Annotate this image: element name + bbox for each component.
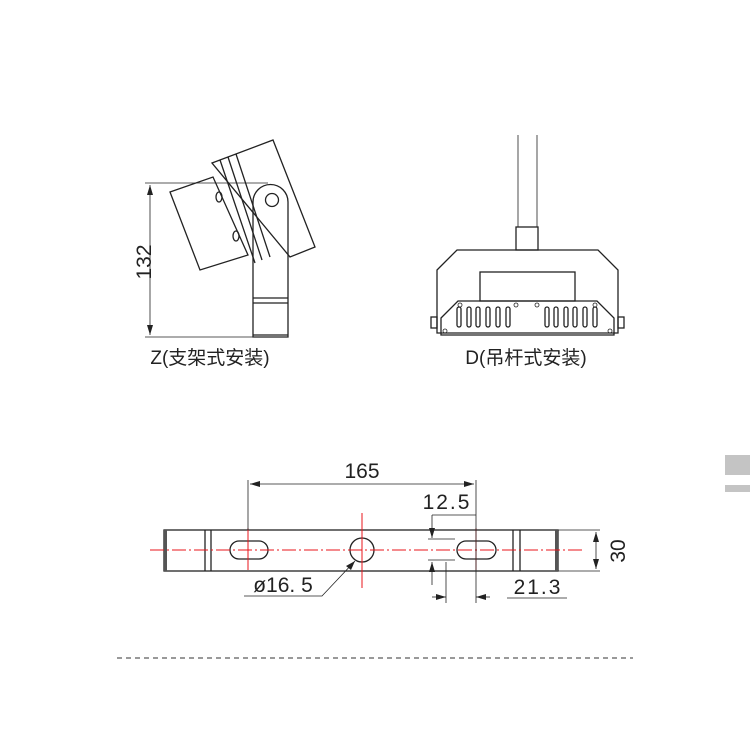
side-tab-lower [725,485,750,492]
hole-diameter-dimension: ø16. 5 [253,574,313,597]
hole-spacing-dimension: 165 [344,460,379,483]
d-mount-label: D(吊杆式安装) [465,347,586,369]
side-tab-upper [725,455,750,475]
bar-width-dimension: 30 [607,539,630,562]
d-lower-panel [440,300,615,336]
bracket-bar-view: 165 12.5 21.3 30 ø16. 5 [150,460,630,603]
slot-width-dimension: 12.5 [423,491,472,514]
slot-length-dimension: 21.3 [514,576,563,599]
z-housing [210,139,316,258]
z-mount-label: Z(支架式安装) [150,347,269,369]
height-dimension: 132 [133,244,156,279]
d-mount-view: D(吊杆式安装) [430,135,625,369]
z-bracket-arm [252,183,289,338]
z-back-plate [169,176,249,271]
d-housing [436,249,619,334]
vent-slots [456,306,598,328]
z-mount-view: 132 Z(支架式安装) [133,139,316,369]
